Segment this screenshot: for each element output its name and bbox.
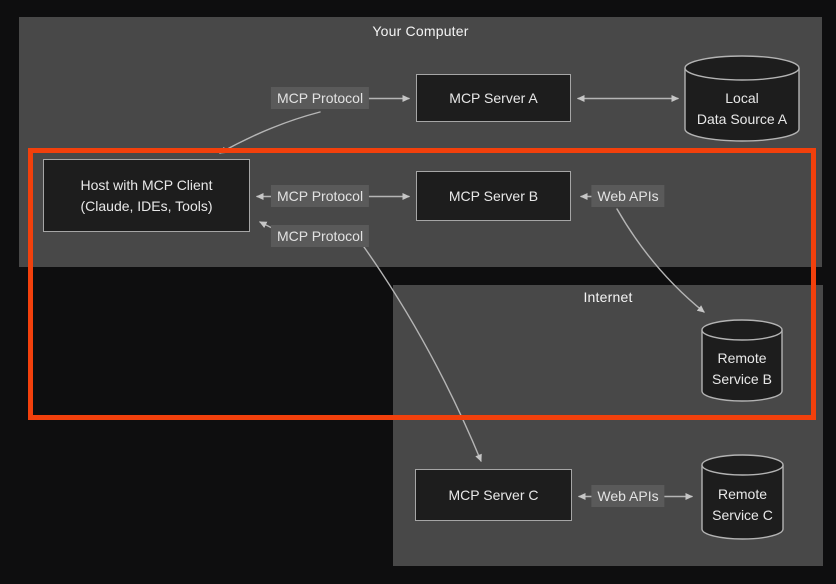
mcp-server-c-label: MCP Server C: [448, 486, 539, 503]
edge-webapis-to-remote-b: [616, 208, 705, 313]
node-mcp-server-c: MCP Server C: [415, 469, 572, 521]
mcp-server-a-label: MCP Server A: [449, 89, 538, 106]
internet-title: Internet: [583, 289, 633, 305]
cylinder-shape: [701, 319, 783, 402]
edge-label-mcp-protocol-middle: MCP Protocol: [270, 185, 370, 207]
remote-service-b-line1: Remote: [717, 349, 767, 366]
database-cylinder-local-data-source-a: Local Data Source A: [684, 55, 800, 142]
mcp-server-b-label: MCP Server B: [448, 187, 539, 204]
cylinder-shape: [684, 55, 800, 142]
node-mcp-server-b: MCP Server B: [416, 171, 571, 221]
local-data-source-a-line2: Data Source A: [696, 110, 788, 127]
edge-label-mcp-protocol-top: MCP Protocol: [270, 87, 370, 109]
edge-protocol-to-host-top: [219, 111, 321, 154]
remote-service-c-line1: Remote: [717, 486, 768, 502]
local-data-source-a-line1: Local: [725, 89, 759, 106]
host-label-line2: (Claude, IDEs, Tools): [80, 197, 213, 214]
node-mcp-server-a: MCP Server A: [416, 74, 571, 122]
edge-protocol-to-server-c: [363, 246, 482, 462]
node-host-with-mcp-client: Host with MCP Client (Claude, IDEs, Tool…: [43, 159, 250, 232]
host-label-line1: Host with MCP Client: [80, 176, 213, 193]
your-computer-title: Your Computer: [372, 23, 469, 39]
remote-service-b-line2: Service B: [712, 370, 772, 387]
remote-service-c-line2: Service C: [712, 507, 773, 523]
database-cylinder-remote-service-c: Remote Service C: [701, 454, 784, 540]
edge-label-web-apis-b: Web APIs: [591, 185, 665, 207]
database-cylinder-remote-service-b: Remote Service B: [701, 319, 783, 402]
edge-label-web-apis-c: Web APIs: [591, 485, 665, 507]
cylinder-shape: [701, 454, 784, 540]
edge-label-mcp-protocol-bottom: MCP Protocol: [270, 225, 370, 247]
